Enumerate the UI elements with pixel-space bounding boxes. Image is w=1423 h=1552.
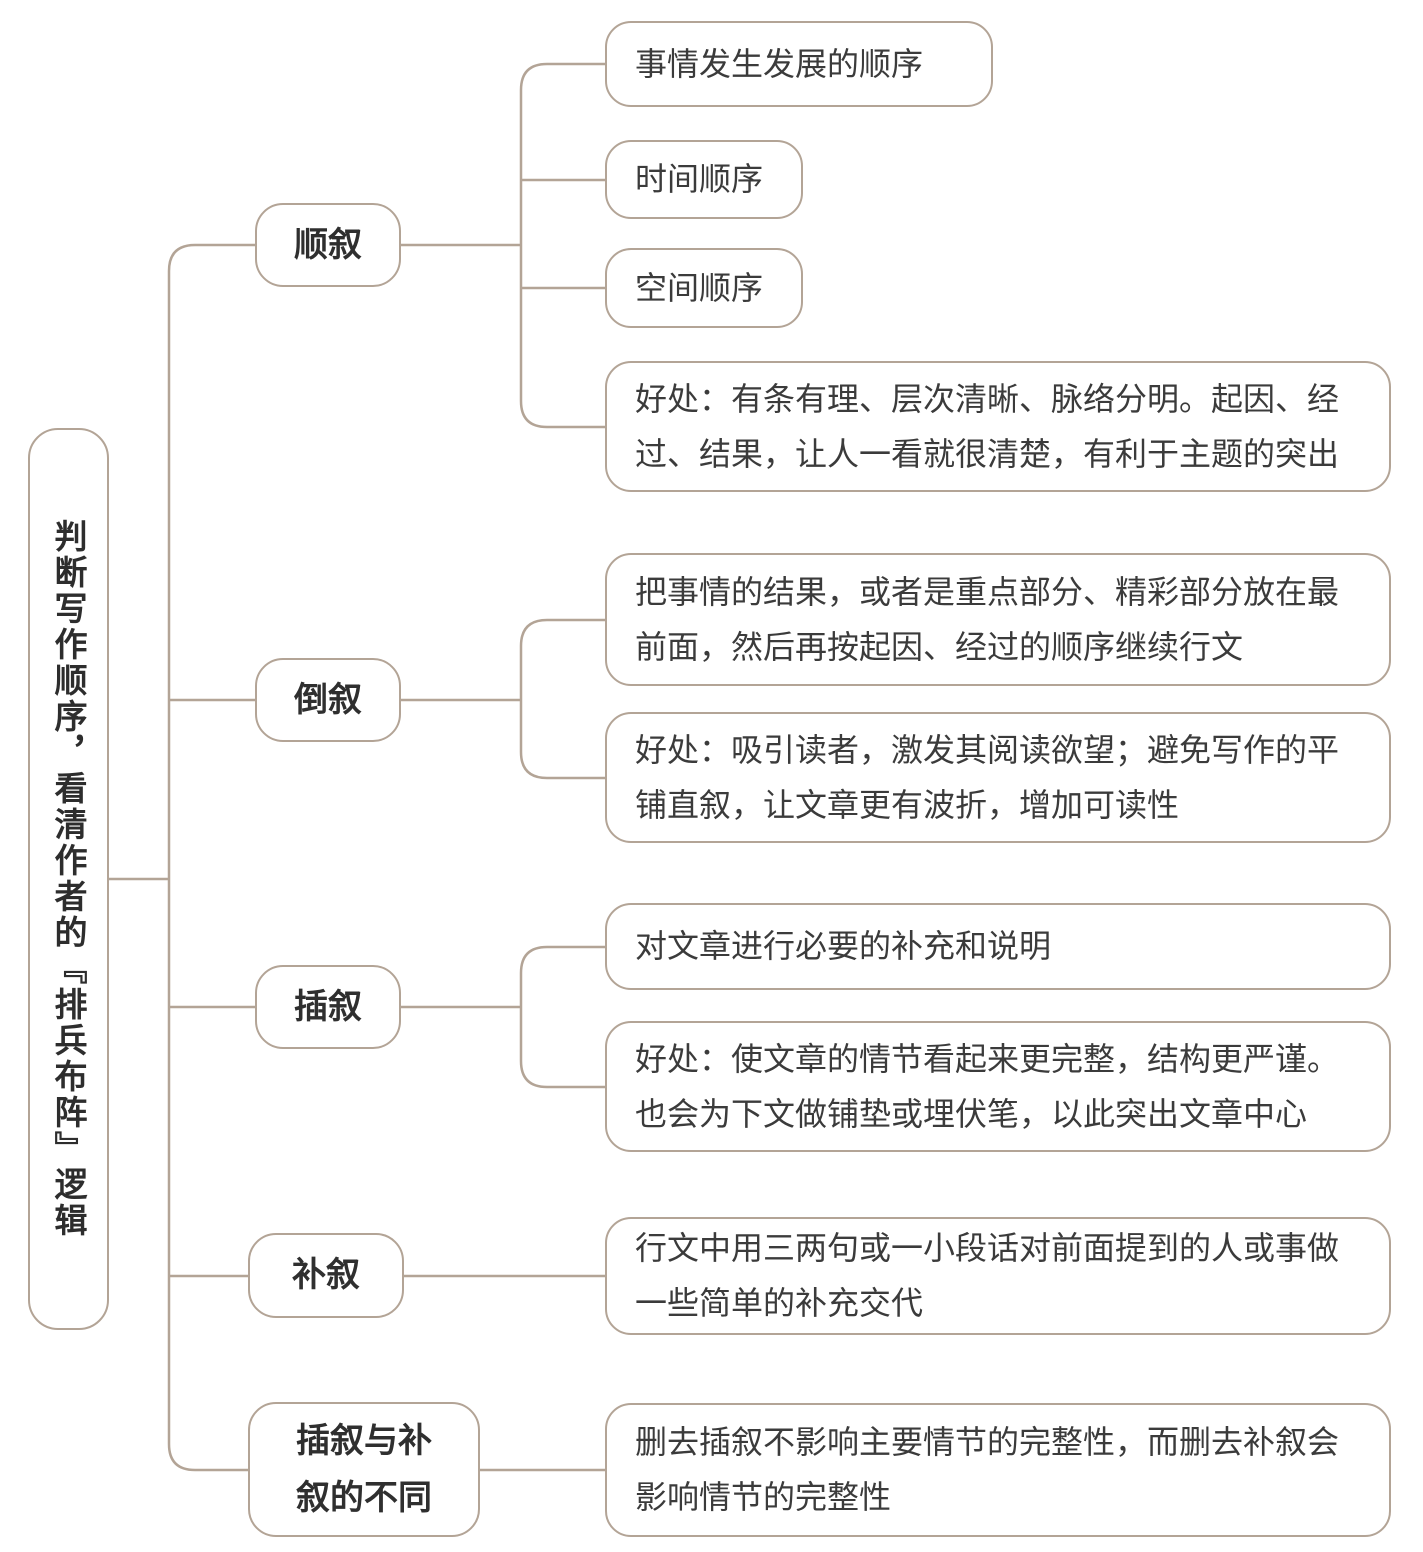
leaf-text: 行文中用三两句或一小段话对前面提到的人或事做 一些简单的补充交代 (635, 1230, 1340, 1321)
leaf-shunxu-benefit[interactable]: 好处：有条有理、层次清晰、脉络分明。起因、经 过、结果，让人一看就很清楚，有利于… (605, 361, 1391, 492)
branch-daoxu[interactable]: 倒叙 (255, 658, 401, 742)
connector-chaxu-subtrunk (519, 945, 605, 1089)
leaf-text: 对文章进行必要的补充和说明 (635, 928, 1052, 964)
branch-shunxu-label: 顺叙 (294, 225, 362, 264)
leaf-shunxu-space-order[interactable]: 空间顺序 (605, 248, 803, 328)
leaf-text: 好处：吸引读者，激发其阅读欲望；避免写作的平 铺直叙，让文章更有波折，增加可读性 (635, 731, 1340, 823)
leaf-daoxu-definition[interactable]: 把事情的结果，或者是重点部分、精彩部分放在最 前面，然后再按起因、经过的顺序继续… (605, 553, 1391, 686)
leaf-text: 删去插叙不影响主要情节的完整性，而删去补叙会 影响情节的完整性 (635, 1424, 1340, 1515)
branch-daoxu-label: 倒叙 (294, 680, 362, 719)
branch-buxu-label: 补叙 (292, 1256, 360, 1294)
branch-shunxu[interactable]: 顺叙 (255, 203, 401, 287)
leaf-text: 时间顺序 (635, 161, 764, 197)
leaf-chaxu-definition[interactable]: 对文章进行必要的补充和说明 (605, 903, 1391, 990)
branch-chaxu-vs-buxu[interactable]: 插叙与补 叙的不同 (248, 1402, 480, 1537)
leaf-text: 空间顺序 (635, 269, 764, 306)
connector-shunxu-subtrunk (519, 62, 605, 429)
leaf-text: 把事情的结果，或者是重点部分、精彩部分放在最 前面，然后再按起因、经过的顺序继续… (635, 573, 1340, 665)
branch-chaxu-label: 插叙 (294, 987, 362, 1026)
leaf-shunxu-time-order[interactable]: 时间顺序 (605, 140, 803, 219)
connector-daoxu-subtrunk (519, 618, 605, 780)
connector-main-trunk (167, 243, 255, 1472)
branch-buxu[interactable]: 补叙 (248, 1233, 404, 1318)
branch-chaxu[interactable]: 插叙 (255, 965, 401, 1049)
leaf-text: 事情发生发展的顺序 (635, 45, 924, 82)
leaf-text: 好处：使文章的情节看起来更完整，结构更严谨。 也会为下文做铺垫或埋伏笔，以此突出… (635, 1040, 1340, 1132)
root-label: 判断写作顺序，看清作者的『排兵布阵』逻辑 (50, 519, 87, 1239)
leaf-chaxu-benefit[interactable]: 好处：使文章的情节看起来更完整，结构更严谨。 也会为下文做铺垫或埋伏笔，以此突出… (605, 1021, 1391, 1152)
leaf-daoxu-benefit[interactable]: 好处：吸引读者，激发其阅读欲望；避免写作的平 铺直叙，让文章更有波折，增加可读性 (605, 712, 1391, 843)
leaf-difference-description[interactable]: 删去插叙不影响主要情节的完整性，而删去补叙会 影响情节的完整性 (605, 1403, 1391, 1537)
node-root[interactable]: 判断写作顺序，看清作者的『排兵布阵』逻辑 (28, 428, 109, 1330)
branch-chaxu-vs-buxu-label: 插叙与补 叙的不同 (296, 1421, 432, 1517)
leaf-text: 好处：有条有理、层次清晰、脉络分明。起因、经 过、结果，让人一看就很清楚，有利于… (635, 380, 1340, 472)
leaf-shunxu-development-order[interactable]: 事情发生发展的顺序 (605, 21, 993, 107)
leaf-buxu-definition[interactable]: 行文中用三两句或一小段话对前面提到的人或事做 一些简单的补充交代 (605, 1217, 1391, 1335)
